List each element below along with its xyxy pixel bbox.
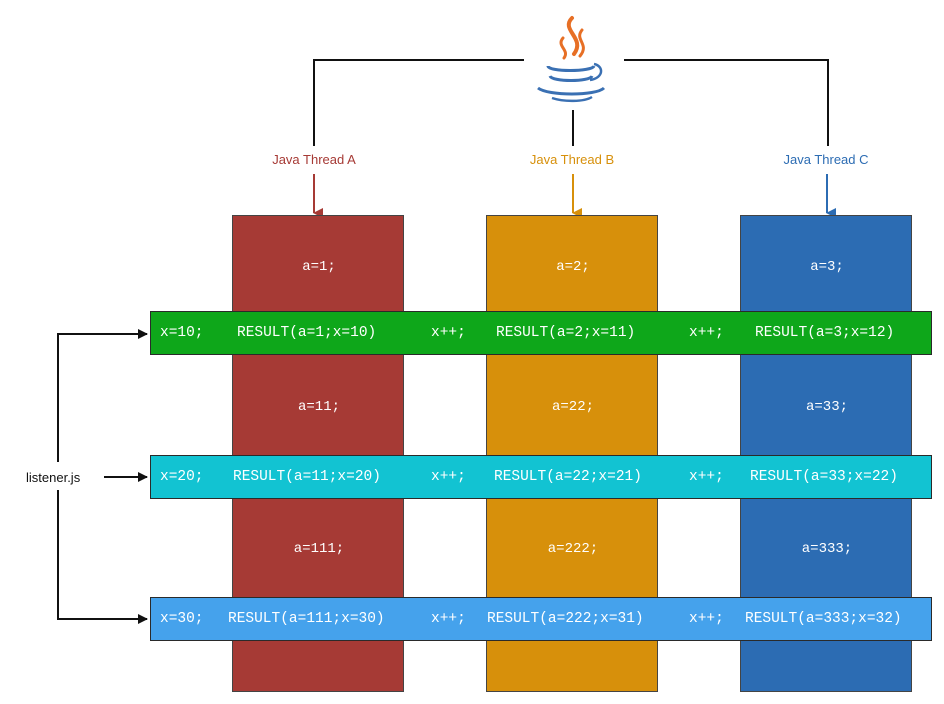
band-1-increment-1: x++; (431, 325, 466, 341)
band-2-set-x: x=20; (160, 469, 204, 485)
thread-b-assignment-2: a=22; (551, 399, 594, 415)
band-2: x=20; RESULT(a=11;x=20) x++; RESULT(a=22… (150, 455, 932, 499)
thread-a-assignment-1: a=1; (302, 259, 336, 275)
band-2-increment-2: x++; (689, 469, 724, 485)
thread-b-assignment-3: a=222; (547, 541, 599, 557)
band-1-increment-2: x++; (689, 325, 724, 341)
thread-a-assignment-3: a=111; (293, 541, 345, 557)
band-3-result-c: RESULT(a=333;x=32) (745, 611, 902, 627)
thread-c-label: Java Thread C (783, 152, 869, 167)
band-1-result-b: RESULT(a=2;x=11) (496, 325, 636, 341)
band-3-result-a: RESULT(a=111;x=30) (228, 611, 385, 627)
band-3-increment-2: x++; (689, 611, 724, 627)
band-3-increment-1: x++; (431, 611, 466, 627)
band-3-set-x: x=30; (160, 611, 204, 627)
thread-b-assignment-1: a=2; (556, 259, 590, 275)
band-2-result-c: RESULT(a=33;x=22) (750, 469, 898, 485)
java-logo-icon (537, 16, 606, 103)
band-2-increment-1: x++; (431, 469, 466, 485)
thread-c-assignment-2: a=33; (805, 399, 848, 415)
thread-a-assignment-2: a=11; (297, 399, 340, 415)
band-2-result-a: RESULT(a=11;x=20) (233, 469, 381, 485)
band-2-result-b: RESULT(a=22;x=21) (494, 469, 642, 485)
band-1-result-c: RESULT(a=3;x=12) (755, 325, 895, 341)
thread-c-assignment-1: a=3; (810, 259, 844, 275)
thread-c-assignment-3: a=333; (801, 541, 853, 557)
band-3: x=30; RESULT(a=111;x=30) x++; RESULT(a=2… (150, 597, 932, 641)
logo-to-thread-a-line (313, 59, 524, 146)
listener-label: listener.js (26, 470, 81, 485)
thread-a-label: Java Thread A (272, 152, 356, 167)
band-1-set-x: x=10; (160, 325, 204, 341)
band-1-result-a: RESULT(a=1;x=10) (237, 325, 377, 341)
thread-b-label: Java Thread B (529, 152, 615, 167)
band-3-result-b: RESULT(a=222;x=31) (487, 611, 644, 627)
logo-to-thread-c-line (624, 59, 829, 146)
band-1: x=10; RESULT(a=1;x=10) x++; RESULT(a=2;x… (150, 311, 932, 355)
